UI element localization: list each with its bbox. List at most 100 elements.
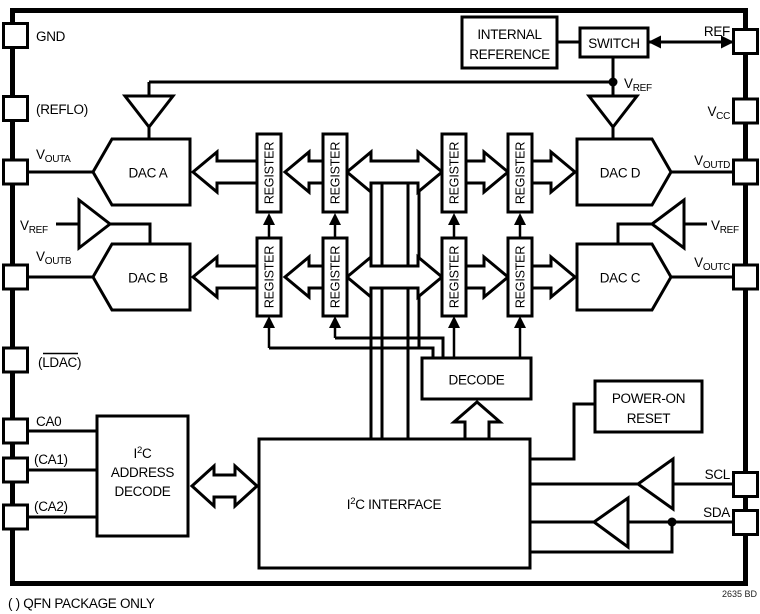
pin-label-voutd: VOUTD bbox=[694, 153, 730, 171]
net-label-vref-node: VREF bbox=[624, 76, 652, 94]
bus-arrow-bridge-bottom bbox=[344, 253, 445, 301]
pin-label-gnd: GND bbox=[36, 29, 66, 44]
pin-voutd bbox=[732, 158, 759, 186]
i2c-address-decode-label-1: I2C bbox=[134, 445, 152, 461]
up-arrowhead-icon bbox=[329, 213, 341, 225]
pin-label-scl: SCL bbox=[705, 467, 731, 482]
register-label: REGISTER bbox=[329, 142, 343, 204]
wire-por bbox=[530, 402, 595, 461]
i2c-address-decode-block bbox=[95, 414, 190, 538]
up-arrowhead-icon bbox=[514, 213, 526, 225]
labels: GND (REFLO) VOUTA VREF VOUTB (LDAC) CA0 … bbox=[8, 24, 757, 611]
up-arrowhead-icon bbox=[263, 213, 275, 225]
up-arrowhead-icon bbox=[514, 316, 526, 328]
net-label-vref-left: VREF bbox=[20, 218, 48, 236]
pin-vouta bbox=[2, 158, 29, 186]
pin-gnd bbox=[2, 22, 29, 49]
vref-buffer-b-icon bbox=[77, 196, 113, 252]
i2c-interface-block bbox=[257, 437, 532, 570]
pin-label-vouta: VOUTA bbox=[36, 147, 71, 165]
net-label-vref-right: VREF bbox=[711, 218, 739, 236]
pin-ldac bbox=[2, 346, 29, 374]
chip-outline bbox=[10, 8, 748, 586]
up-arrowhead-icon bbox=[448, 213, 460, 225]
internal-reference-block bbox=[460, 15, 559, 70]
register-label: REGISTER bbox=[448, 142, 462, 204]
register-block-a-dac bbox=[255, 132, 283, 214]
wire-vrefC-out bbox=[616, 222, 652, 246]
qfn-package-note: ( ) QFN PACKAGE ONLY bbox=[8, 596, 155, 611]
register-label: REGISTER bbox=[329, 246, 343, 308]
switch-label: SWITCH bbox=[588, 36, 639, 51]
power-on-reset-label-2: RESET bbox=[627, 411, 671, 426]
wire-sda-branch bbox=[530, 522, 674, 554]
bus-arrow-bridge-top bbox=[344, 148, 445, 196]
register-block-d-input bbox=[440, 132, 468, 214]
left-arrowhead-icon bbox=[648, 35, 661, 49]
bus-arrow-reg-to-reg-d bbox=[464, 148, 511, 196]
pin-label-ca0: CA0 bbox=[36, 414, 61, 429]
up-arrowhead-icon bbox=[263, 316, 275, 328]
wires bbox=[28, 40, 734, 554]
pin-reflo bbox=[2, 95, 29, 122]
power-on-reset-label-1: POWER-ON bbox=[612, 391, 685, 406]
wire-vrefB-out bbox=[110, 222, 152, 246]
register-block-a-input bbox=[321, 132, 349, 214]
bus-arrow-reg-to-reg-c bbox=[464, 253, 511, 301]
wire-load-b bbox=[335, 336, 445, 358]
dac-c-block bbox=[575, 242, 673, 312]
decode-block bbox=[420, 356, 533, 401]
dac-a-block bbox=[91, 137, 192, 207]
internal-reference-label-2: REFERENCE bbox=[469, 47, 550, 62]
internal-reference-label-1: INTERNAL bbox=[477, 27, 542, 42]
register-block-b-input bbox=[321, 236, 349, 318]
bus-arrow-reg-to-reg-b bbox=[282, 253, 325, 301]
pin-label-ldac: (LDAC) bbox=[38, 355, 81, 370]
pin-ca2 bbox=[2, 503, 29, 531]
pin-ca1 bbox=[2, 456, 29, 484]
bus-arrow-reg-to-dacc bbox=[530, 253, 578, 301]
dac-c-label: DAC C bbox=[600, 271, 641, 286]
i2c-address-decode-label-2: ADDRESS bbox=[111, 465, 174, 480]
bus-arrow-addr-i2c bbox=[189, 462, 260, 510]
figure-code: 2635 BD bbox=[722, 589, 758, 599]
vref-buffer-c-icon bbox=[649, 197, 686, 251]
pin-scl bbox=[732, 471, 759, 498]
pin-voutb bbox=[2, 263, 29, 291]
sda-junction-dot bbox=[667, 517, 677, 527]
register-label: REGISTER bbox=[448, 246, 462, 308]
blocks bbox=[77, 15, 704, 570]
pin-ca0 bbox=[2, 417, 29, 445]
pin-label-vcc: VCC bbox=[707, 104, 730, 122]
dac-b-label: DAC B bbox=[128, 271, 168, 286]
bus-arrow-i2c-to-decode bbox=[449, 400, 505, 442]
decode-label: DECODE bbox=[449, 373, 505, 388]
i2c-interface-label: I2C INTERFACE bbox=[347, 496, 442, 512]
pin-label-voutc: VOUTC bbox=[694, 255, 730, 273]
dac-d-block bbox=[575, 137, 673, 207]
vref-junction-dot bbox=[608, 77, 618, 87]
arrowheads bbox=[263, 35, 734, 328]
right-arrowhead-icon bbox=[721, 35, 734, 49]
pin-sda bbox=[732, 509, 759, 536]
register-block-c-input bbox=[440, 236, 468, 318]
bus-arrow-reg-to-daca bbox=[190, 148, 259, 196]
pin-vcc bbox=[732, 97, 759, 125]
register-label: REGISTER bbox=[263, 246, 277, 308]
power-on-reset-block bbox=[593, 379, 704, 434]
register-block-d-dac bbox=[506, 132, 534, 214]
bus-arrow-reg-to-dacd bbox=[530, 148, 578, 196]
vref-buffer-a-icon bbox=[121, 94, 177, 130]
pin-ref bbox=[732, 28, 759, 55]
up-arrowhead-icon bbox=[329, 316, 341, 328]
register-block-b-dac bbox=[255, 236, 283, 318]
wire-load-a bbox=[269, 346, 435, 358]
package-pins bbox=[2, 22, 759, 536]
bus-arrow-reg-to-reg-a bbox=[282, 148, 325, 196]
scl-buffer-icon bbox=[635, 456, 675, 512]
pin-voutc bbox=[732, 263, 759, 291]
register-label: REGISTER bbox=[514, 142, 528, 204]
pin-label-ref: REF bbox=[704, 24, 730, 39]
